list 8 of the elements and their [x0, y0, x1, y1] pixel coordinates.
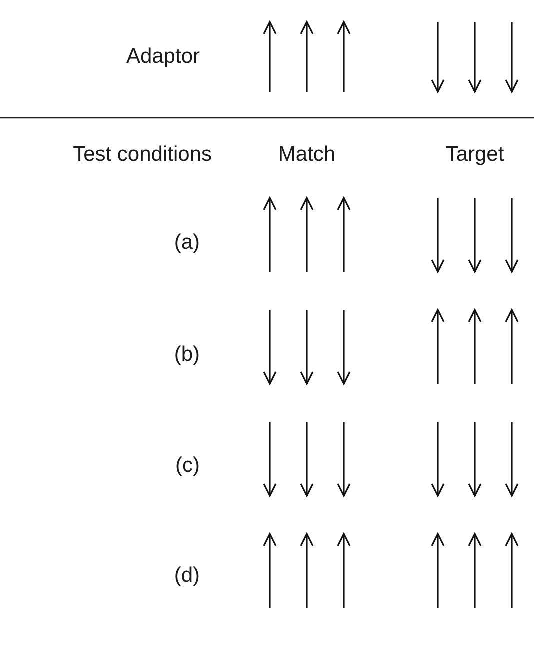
label: (b)	[174, 344, 200, 365]
label: (a)	[174, 232, 200, 253]
label: Match	[278, 144, 336, 165]
label: (c)	[176, 455, 200, 476]
label: Test conditions	[73, 144, 212, 165]
label: (d)	[174, 565, 200, 586]
label: Adaptor	[126, 46, 200, 67]
label: Target	[446, 144, 504, 165]
